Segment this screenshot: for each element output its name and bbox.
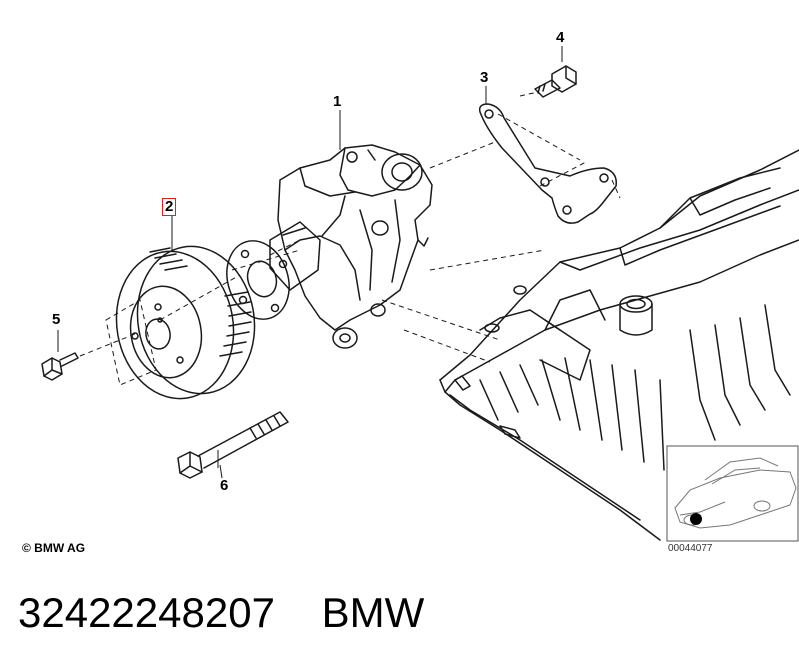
part-number: 32422248207 bbox=[18, 589, 275, 636]
location-marker bbox=[690, 513, 702, 525]
callout-6[interactable]: 6 bbox=[220, 477, 229, 494]
bolt-4 bbox=[534, 65, 577, 98]
callout-1[interactable]: 1 bbox=[333, 93, 342, 110]
leader-lines bbox=[57, 46, 563, 479]
bracket bbox=[478, 103, 617, 224]
power-steering-pump bbox=[269, 144, 433, 349]
assembly-lines bbox=[79, 91, 621, 386]
vehicle-location-inset bbox=[666, 445, 799, 542]
pulley bbox=[115, 245, 256, 400]
inset-image-id: 00044077 bbox=[668, 543, 713, 554]
pump-flange bbox=[226, 240, 290, 320]
callout-5[interactable]: 5 bbox=[52, 311, 61, 328]
callout-2-selected[interactable]: 2 bbox=[161, 198, 177, 216]
bolt-5 bbox=[41, 352, 79, 381]
callout-3[interactable]: 3 bbox=[480, 69, 489, 86]
part-caption: 32422248207 BMW bbox=[18, 588, 424, 638]
copyright-label: © BMW AG bbox=[22, 541, 86, 555]
bolt-6 bbox=[177, 411, 289, 479]
brand-name: BMW bbox=[321, 589, 425, 636]
callout-4[interactable]: 4 bbox=[556, 29, 565, 46]
oil-pan-housing bbox=[439, 149, 799, 541]
